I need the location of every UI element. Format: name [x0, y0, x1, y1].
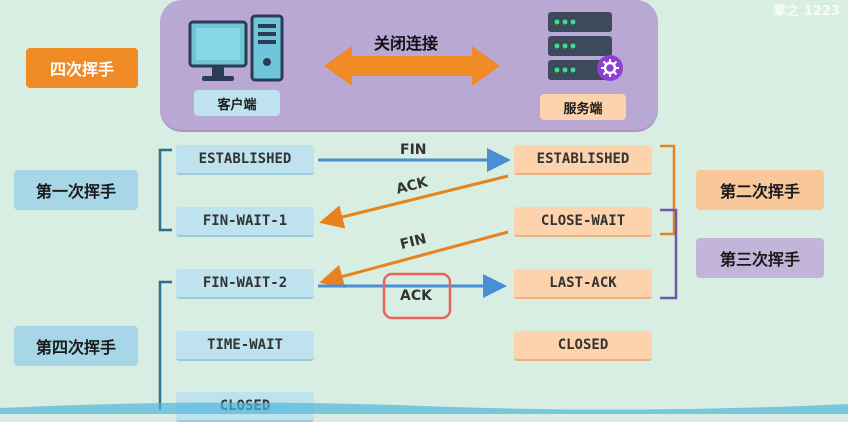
server-state-closed: CLOSED: [514, 331, 652, 361]
step-second-label: 第二次挥手: [696, 170, 824, 210]
fin1-label: FIN: [400, 142, 427, 158]
client-state-fin-wait-1: FIN-WAIT-1: [176, 207, 314, 237]
server-icon: [548, 12, 623, 81]
ack1-arrow: [319, 174, 509, 229]
watermark: 掌之 1223: [773, 4, 840, 19]
computer-icon: [188, 14, 284, 82]
server-state-last-ack: LAST-ACK: [514, 269, 652, 299]
second-wave-bracket: [660, 144, 676, 236]
client-state-fin-wait-2: FIN-WAIT-2: [176, 269, 314, 299]
server-state-established: ESTABLISHED: [514, 145, 652, 175]
fin2-arrow: [319, 230, 509, 289]
ack-highlight-box: [382, 272, 452, 320]
fourth-wave-bracket: [158, 280, 172, 410]
step-third-label: 第三次挥手: [696, 238, 824, 278]
close-connection-label: 关闭连接: [374, 34, 439, 53]
client-state-established: ESTABLISHED: [176, 145, 314, 175]
ack2-label: ACK: [400, 288, 432, 304]
close-connection-arrow: [324, 46, 500, 86]
step-first-label: 第一次挥手: [14, 170, 138, 210]
step-fourth-label: 第四次挥手: [14, 326, 138, 366]
water-line: [0, 402, 848, 414]
client-label: 客户端: [194, 90, 280, 116]
client-state-time-wait: TIME-WAIT: [176, 331, 314, 361]
server-state-close-wait: CLOSE-WAIT: [514, 207, 652, 237]
first-wave-bracket: [158, 148, 172, 232]
third-wave-bracket: [660, 208, 678, 300]
server-label: 服务端: [540, 94, 626, 120]
page-title: 四次挥手: [26, 48, 138, 88]
